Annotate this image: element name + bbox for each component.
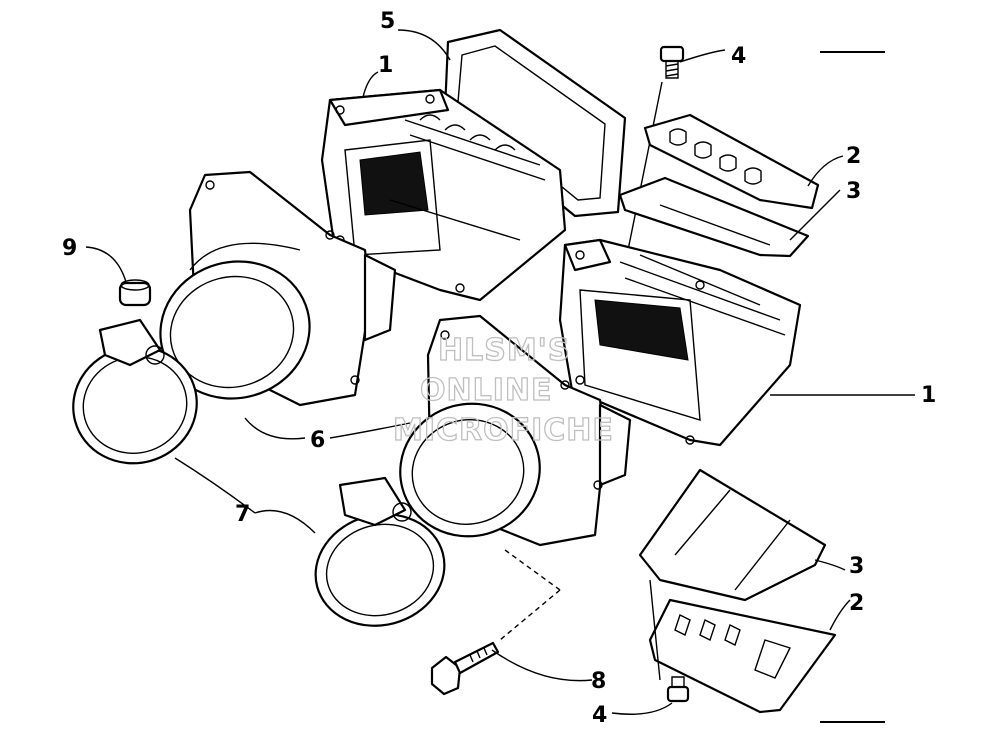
intake-flange-lower-part-6: [399, 314, 632, 547]
intake-flange-upper-part-6: [159, 170, 397, 407]
hose-clamp-lower-part-7: [314, 476, 446, 627]
callout-labels: 5 1 4 2 3 9 1 6 7 3 2 8 4: [62, 9, 936, 728]
callout-7: 7: [235, 502, 250, 527]
callout-5: 5: [380, 9, 395, 34]
spacer-part-9: [118, 279, 152, 307]
reed-stop-top-part-2: [643, 113, 820, 210]
callout-2-bottom: 2: [849, 591, 864, 616]
callout-2-top: 2: [846, 144, 861, 169]
screw-bottom-part-4: [666, 676, 690, 703]
reed-block-right-part-1: [558, 238, 802, 447]
watermark-line-1: HLSM'S: [438, 333, 570, 368]
callout-3-top: 3: [846, 179, 861, 204]
callout-6: 6: [310, 428, 325, 453]
callout-1-right: 1: [921, 383, 936, 408]
bolt-part-8: [430, 641, 500, 696]
callout-3-bottom: 3: [849, 554, 864, 579]
callout-4-top: 4: [731, 44, 746, 69]
watermark-line-3: MICROFICHE: [393, 413, 614, 448]
screw-top-part-4: [659, 45, 685, 79]
reed-block-upper-part-1: [320, 88, 567, 302]
alignment-lines: [499, 549, 661, 681]
callout-9: 9: [62, 236, 77, 261]
screw-axis-line: [624, 81, 663, 266]
reed-petal-bottom-part-3: [638, 468, 827, 602]
callout-8: 8: [591, 669, 606, 694]
watermark-line-2: ONLINE: [420, 373, 553, 408]
watermark: HLSM'S ONLINE MICROFICHE: [392, 332, 614, 448]
reed-stop-bottom-part-2: [648, 598, 837, 714]
leader-lines: [85, 29, 915, 715]
hose-clamp-upper-part-7: [72, 318, 198, 465]
callout-4-bottom: 4: [592, 703, 607, 728]
callout-1-top: 1: [378, 53, 393, 78]
reed-petal-top-part-3: [618, 176, 810, 258]
